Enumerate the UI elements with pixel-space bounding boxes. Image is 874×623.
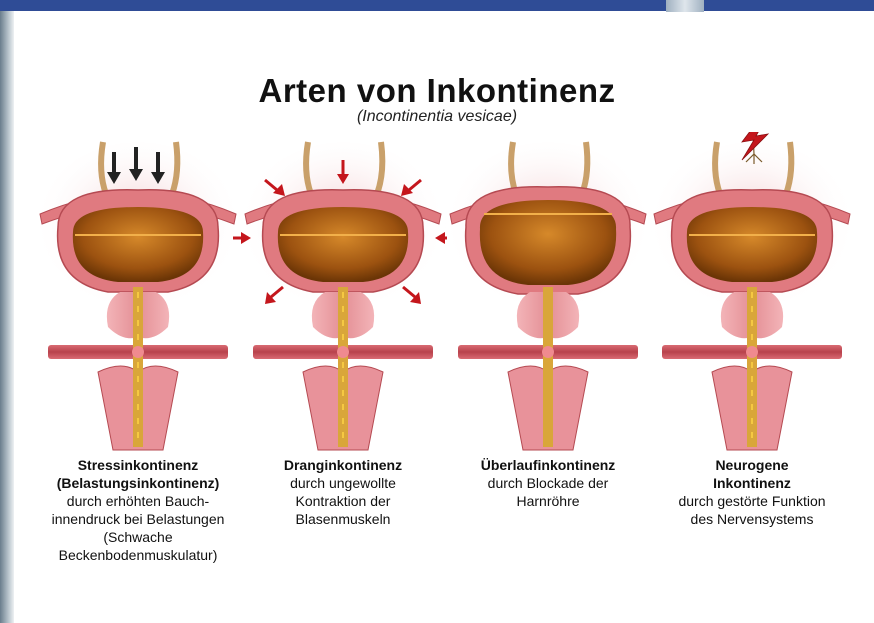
nerve-cell-lightning-icon [642, 132, 862, 452]
header-corner-decoration [666, 0, 704, 12]
bladder-illustration [438, 132, 658, 452]
panel-stress-incontinence [28, 132, 248, 452]
type-heading: Dranginkontinenz [233, 456, 453, 474]
diagram-title: Arten von Inkontinenz [0, 72, 874, 110]
panel-overflow-incontinence [438, 132, 658, 452]
panel-neurogenic-incontinence [642, 132, 862, 452]
type-heading: Stressinkontinenz (Belastungsinkontinenz… [28, 456, 248, 492]
header-bar [0, 0, 874, 11]
type-heading: Neurogene Inkontinenz [642, 456, 862, 492]
caption-stress-incontinence: Stressinkontinenz (Belastungsinkontinenz… [28, 456, 248, 564]
diagram-subtitle: (Incontinentia vesicae) [0, 108, 874, 126]
type-heading: Überlaufinkontinenz [438, 456, 658, 474]
type-description: durch erhöhten Bauch- innendruck bei Bel… [28, 492, 248, 564]
caption-urge-incontinence: Dranginkontinenz durch ungewollte Kontra… [233, 456, 453, 528]
type-description: durch Blockade der Harnröhre [438, 474, 658, 510]
caption-overflow-incontinence: Überlaufinkontinenz durch Blockade der H… [438, 456, 658, 510]
caption-neurogenic-incontinence: Neurogene Inkontinenz durch gestörte Fun… [642, 456, 862, 528]
type-description: durch gestörte Funktion des Nervensystem… [642, 492, 862, 528]
downward-pressure-arrows-icon [28, 132, 248, 452]
inward-contraction-arrows-icon [233, 132, 453, 452]
panel-urge-incontinence [233, 132, 453, 452]
type-description: durch ungewollte Kontraktion der Blasenm… [233, 474, 453, 528]
